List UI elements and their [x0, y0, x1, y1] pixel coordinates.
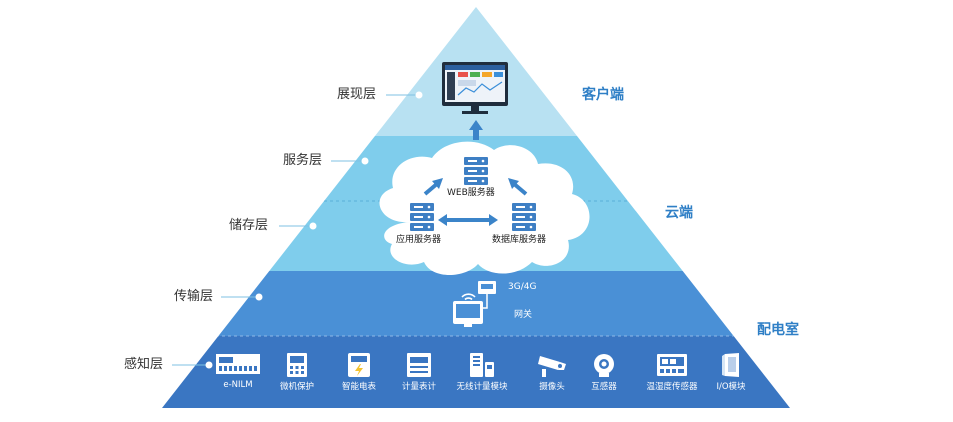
device-label: 温湿度传感器 [646, 382, 698, 392]
device-io-module: I/O模块 [698, 352, 764, 393]
metering-meter-icon [407, 353, 431, 377]
layer-dots [205, 91, 423, 369]
device-label: I/O模块 [716, 382, 746, 392]
zone-label-client: 客户端 [582, 87, 624, 103]
gateway-device-icon [453, 281, 496, 327]
arrow-app-to-web-icon [423, 178, 443, 196]
temperature-humidity-sensor-icon [657, 354, 687, 376]
device-label: 摄像头 [539, 382, 565, 392]
layer-label-presentation: 展现层 [337, 87, 377, 102]
app-server-icon [410, 203, 434, 231]
microcomputer-protection-icon [287, 353, 307, 377]
device-microcomputer-protection: 微机保护 [264, 352, 330, 393]
transport-dot [255, 293, 263, 301]
arrow-db-to-web-icon [508, 178, 528, 196]
perception-dot [205, 361, 213, 369]
device-transformer: 互感器 [571, 352, 637, 393]
zone-label-distribution-room: 配电室 [757, 322, 799, 338]
device-metering-meter: 计量表计 [386, 352, 452, 393]
wireless-metering-module-icon [470, 353, 494, 377]
web-server-label: WEB服务器 [447, 188, 495, 198]
device-e-nilm: e-NILM [205, 352, 271, 391]
leader-lines [172, 94, 416, 366]
service-dot [361, 157, 369, 165]
io-module-icon [722, 353, 739, 377]
zone-label-cloud: 云端 [665, 205, 693, 221]
layer-label-service: 服务层 [283, 153, 323, 168]
smart-meter-icon [348, 353, 370, 377]
storage-dot [309, 222, 317, 230]
device-label: 智能电表 [341, 382, 376, 392]
layer-label-perception: 感知层 [124, 357, 164, 372]
transformer-icon [594, 354, 614, 377]
web-server-icon [464, 157, 488, 185]
app-server-label: 应用服务器 [396, 235, 442, 245]
device-smart-meter: 智能电表 [326, 352, 392, 393]
e-nilm-icon [216, 354, 260, 374]
gateway-label: 网关 [514, 310, 533, 320]
device-temperature-humidity-sensor: 温湿度传感器 [639, 352, 705, 393]
layer-label-transport: 传输层 [174, 289, 214, 304]
layer-label-storage: 储存层 [229, 218, 269, 233]
device-wireless-metering-module: 无线计量模块 [449, 352, 515, 393]
presentation-dot [415, 91, 423, 99]
gateway-network-label: 3G/4G [508, 282, 537, 292]
device-label: 微机保护 [279, 382, 314, 392]
bidirectional-arrow-icon [438, 214, 498, 226]
device-label: 无线计量模块 [456, 382, 508, 392]
device-camera: 摄像头 [519, 352, 585, 393]
up-arrow-icon [469, 120, 483, 140]
monitor-icon [442, 62, 508, 114]
database-server-icon [512, 203, 536, 231]
database-server-label: 数据库服务器 [492, 235, 547, 245]
device-label: e-NILM [223, 380, 253, 390]
camera-icon [538, 356, 566, 377]
device-label: 计量表计 [401, 382, 436, 392]
device-label: 互感器 [591, 382, 617, 392]
cloud-shape [379, 141, 590, 275]
